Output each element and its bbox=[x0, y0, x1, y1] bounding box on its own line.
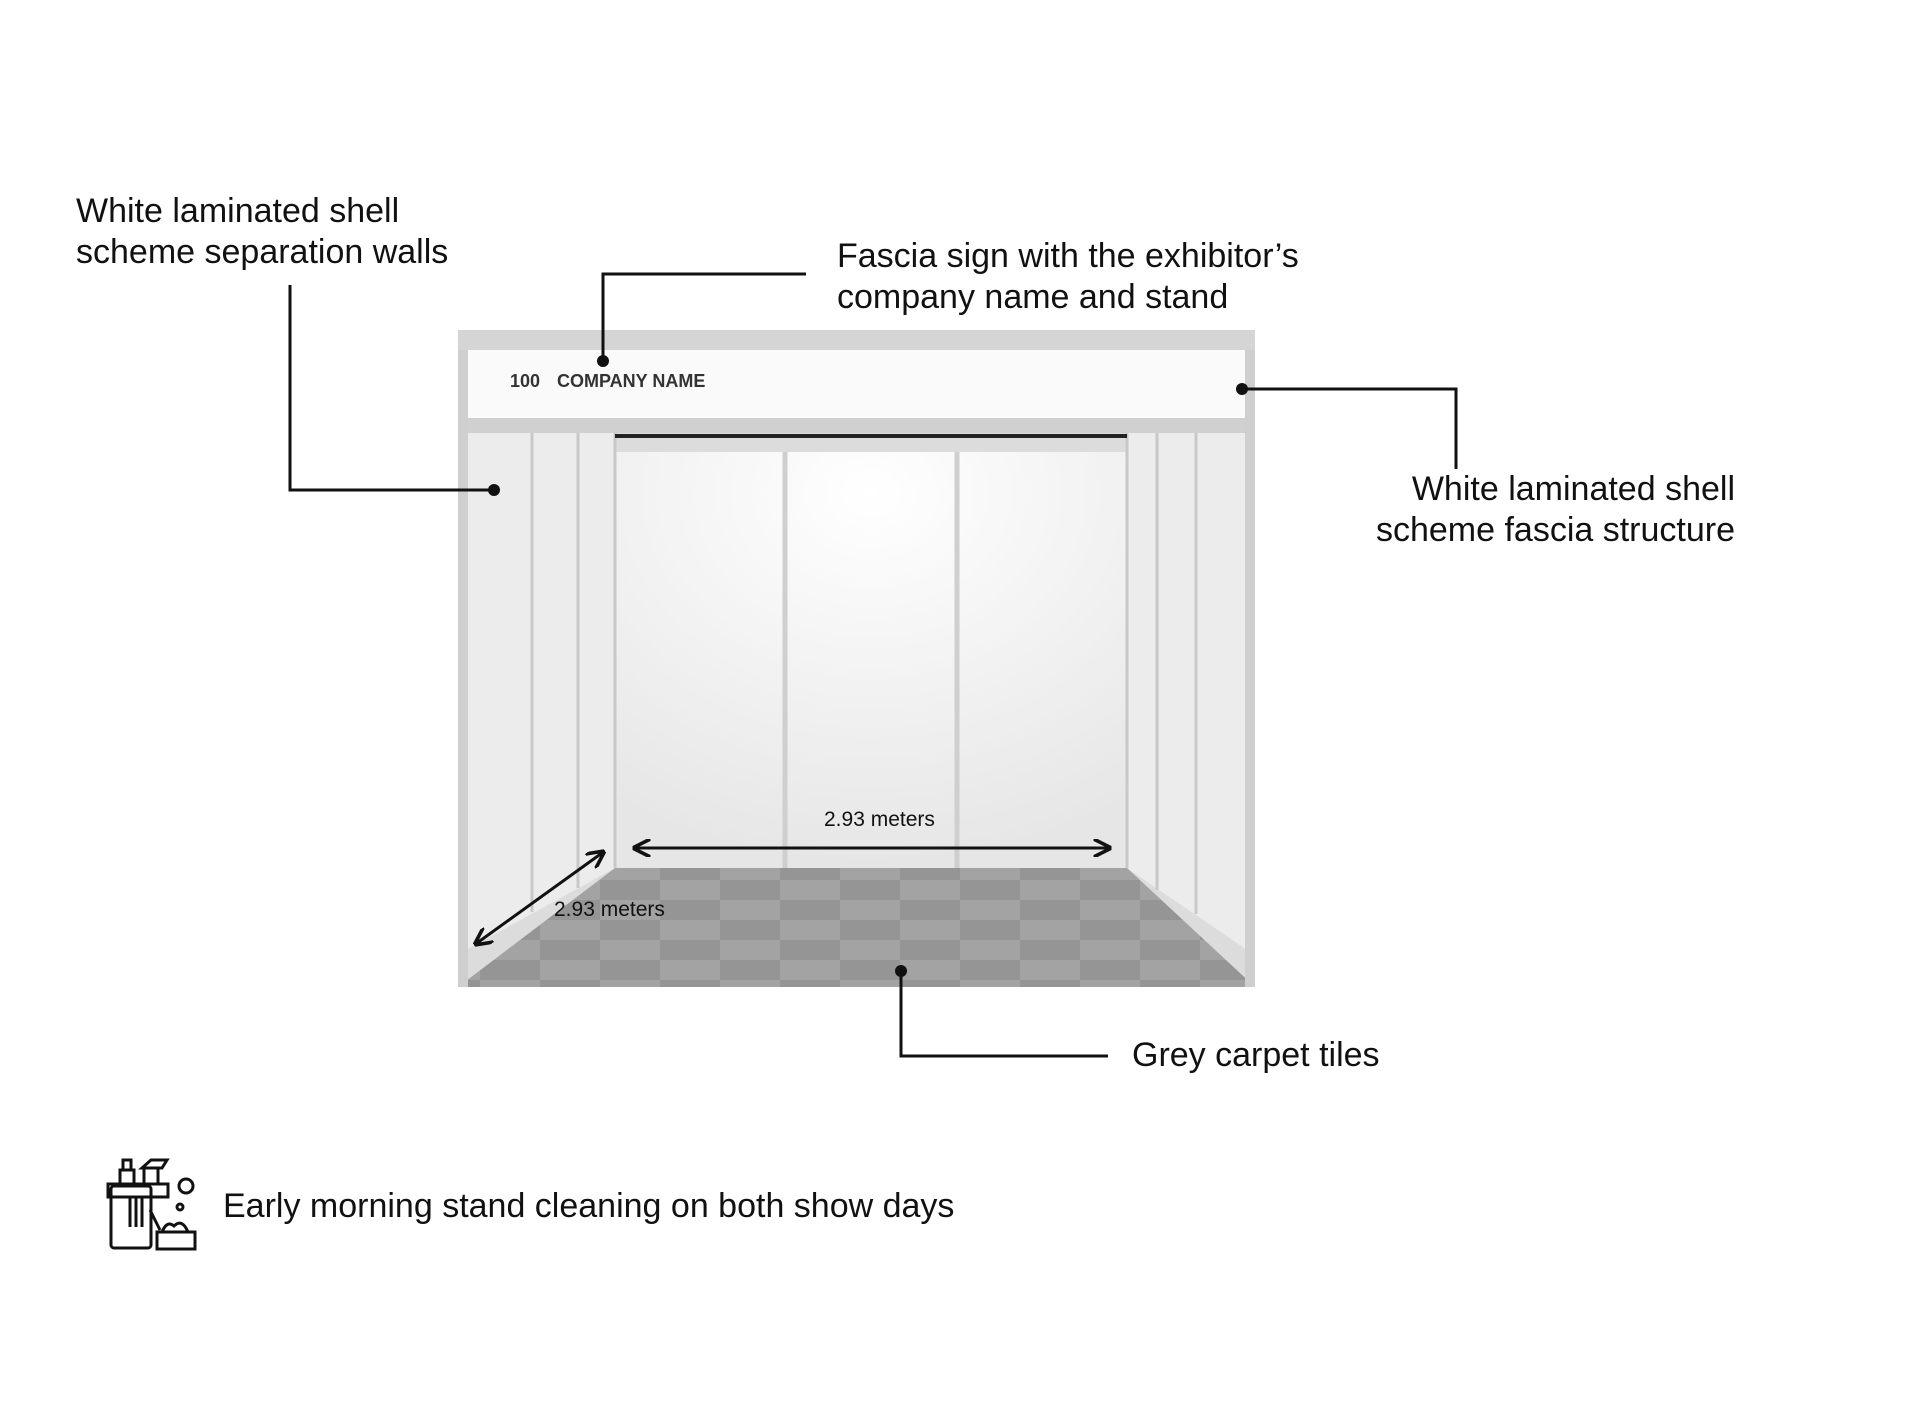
cleaning-text: Early morning stand cleaning on both sho… bbox=[223, 1187, 955, 1225]
label-line: company name and stand bbox=[837, 278, 1229, 316]
separation-walls-label: White laminated shell scheme separation … bbox=[76, 191, 448, 273]
depth-dimension: 2.93 meters bbox=[554, 898, 665, 921]
fascia-structure-label: White laminated shell scheme fascia stru… bbox=[1376, 469, 1735, 551]
cleaning-supplies-icon bbox=[106, 1158, 197, 1251]
shell-scheme-booth bbox=[458, 330, 1255, 987]
width-dimension: 2.93 meters bbox=[824, 808, 935, 831]
label-line: White laminated shell bbox=[1411, 470, 1735, 508]
fascia-sign-label: Fascia sign with the exhibitor’s company… bbox=[837, 236, 1299, 318]
grey-carpet-floor bbox=[458, 868, 1255, 987]
left-separation-wall bbox=[466, 433, 615, 950]
company-name: COMPANY NAME bbox=[557, 371, 706, 391]
label-line: White laminated shell bbox=[76, 192, 400, 230]
label-line: scheme fascia structure bbox=[1375, 511, 1735, 549]
label-line: scheme separation walls bbox=[76, 233, 449, 271]
depth-arrow bbox=[477, 853, 602, 943]
carpet-label: Grey carpet tiles bbox=[1132, 1036, 1380, 1074]
label-line: Fascia sign with the exhibitor’s bbox=[837, 237, 1299, 275]
stand-number: 100 bbox=[510, 371, 541, 391]
back-wall bbox=[615, 452, 1127, 868]
leader-lines bbox=[288, 272, 1458, 1058]
